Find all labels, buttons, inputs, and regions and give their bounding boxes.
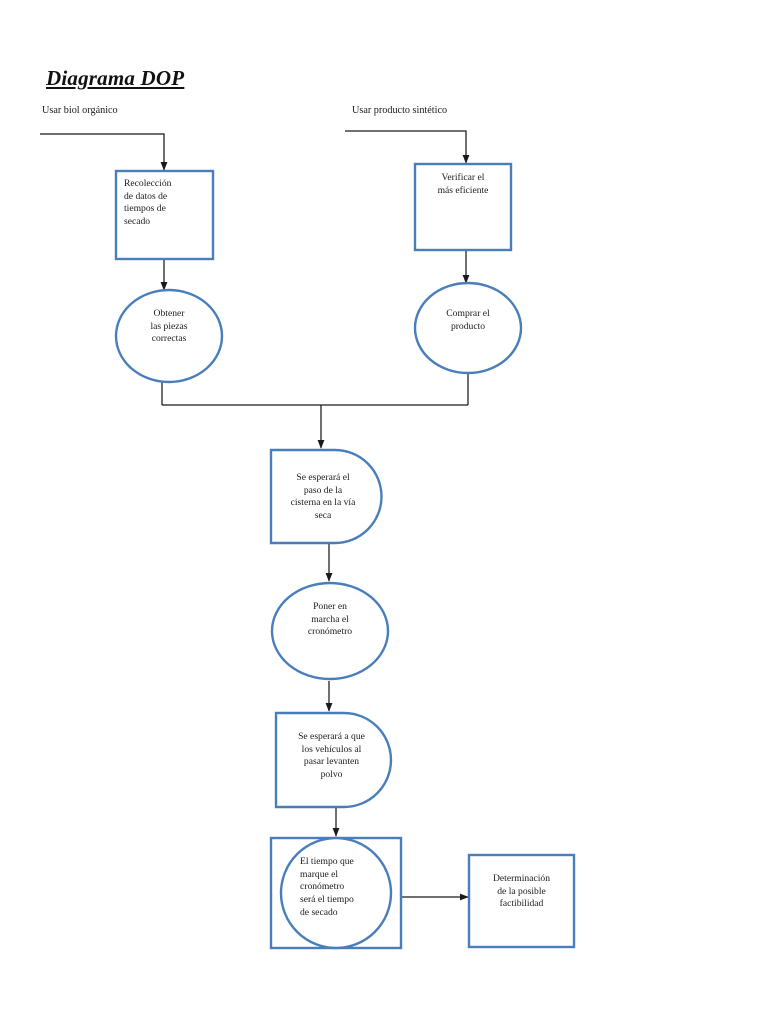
header-label-left: Usar biol orgánico — [42, 105, 118, 116]
node-verificar-shape[interactable] — [413, 162, 513, 252]
node-determinacion-shape[interactable] — [467, 853, 576, 949]
node-tiempo-secado-circle[interactable] — [279, 836, 393, 950]
connectors — [40, 130, 470, 901]
header-label-right: Usar producto sintético — [352, 105, 448, 116]
node-recoleccion-shape[interactable] — [114, 169, 215, 261]
connector-header-right-to-verificar — [345, 130, 470, 164]
node-espera-cisterna-shape[interactable] — [269, 448, 383, 545]
node-espera-polvo-shape[interactable] — [274, 711, 393, 809]
connector-header-left-to-recoleccion — [40, 133, 168, 171]
page-title: Diagrama DOP — [46, 66, 185, 90]
shapes — [114, 162, 576, 950]
node-cronometro-shape[interactable] — [270, 581, 390, 681]
node-obtener-shape[interactable] — [114, 288, 224, 384]
node-comprar-shape[interactable] — [413, 281, 523, 375]
